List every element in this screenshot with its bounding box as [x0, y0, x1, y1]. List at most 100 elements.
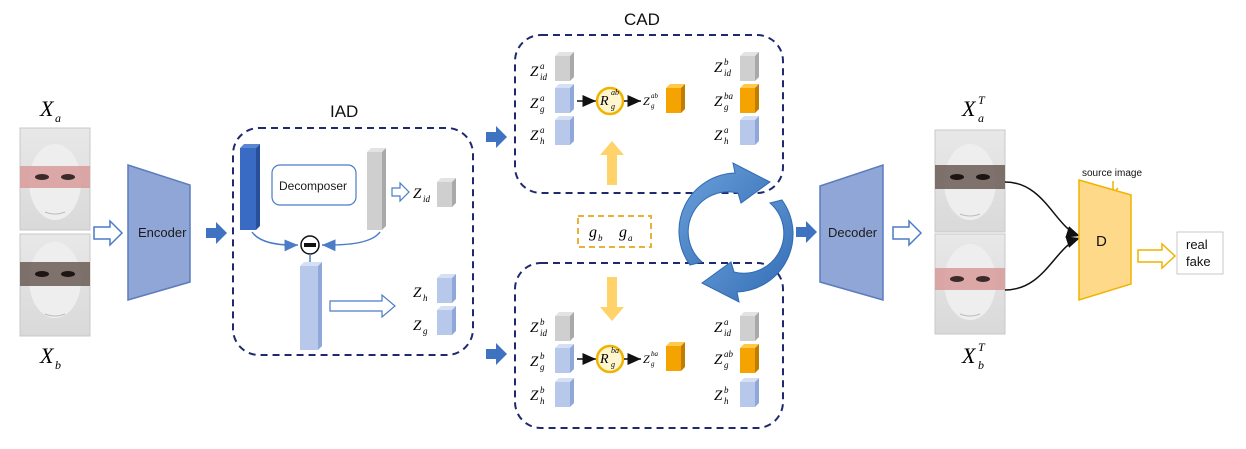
svg-text:a: a [628, 233, 633, 243]
input-xb-label: X b [39, 343, 61, 372]
hollow-arrow-to-zhg [329, 293, 396, 319]
cycle-arrows [678, 162, 794, 303]
arrow-iad-to-cad-top [486, 126, 507, 148]
svg-text:ab: ab [611, 88, 619, 97]
svg-text:T: T [978, 93, 986, 107]
yellow-arrow-down [600, 277, 624, 321]
fake-label: fake [1186, 254, 1211, 269]
svg-text:b: b [540, 385, 545, 395]
svg-text:T: T [978, 340, 986, 354]
svg-text:g: g [619, 224, 627, 241]
svg-text:ba: ba [611, 346, 619, 355]
encoder-block: Encoder [127, 163, 191, 301]
svg-text:b: b [540, 351, 545, 361]
svg-text:h: h [724, 136, 729, 146]
svg-text:Decoder: Decoder [828, 225, 878, 240]
decoder-block: Decoder [819, 163, 884, 301]
z-id-cube [437, 178, 456, 207]
feature-map-grey [367, 148, 386, 230]
svg-text:h: h [540, 396, 545, 406]
svg-text:g: g [540, 362, 545, 372]
output-label-box [1176, 231, 1224, 275]
svg-text:a: a [55, 111, 61, 125]
real-label: real [1186, 237, 1208, 252]
hollow-arrow-to-output [1137, 242, 1177, 270]
svg-text:Z: Z [714, 60, 723, 76]
z-g-cube [437, 306, 456, 335]
hollow-arrow-to-outputs [892, 219, 923, 247]
svg-text:Z: Z [413, 186, 422, 202]
svg-text:a: a [540, 125, 545, 135]
svg-text:a: a [978, 111, 984, 125]
iad-title: IAD [330, 102, 358, 121]
decomposer-label: Decomposer [279, 179, 347, 193]
iad-dashed-box [232, 127, 474, 356]
svg-text:ab: ab [651, 92, 659, 100]
face-image-xa [19, 127, 91, 231]
cad-top-box [514, 34, 784, 194]
curve-xb-to-d [1004, 236, 1081, 291]
face-image-xa-transferred [934, 129, 1006, 233]
svg-text:g: g [540, 104, 545, 114]
svg-text:id: id [540, 328, 548, 338]
svg-text:Z: Z [413, 285, 422, 301]
svg-text:g: g [724, 360, 729, 370]
svg-text:Z: Z [530, 96, 539, 112]
curve-xa-to-d [1004, 181, 1081, 238]
discriminator-block: D [1078, 179, 1132, 302]
svg-text:Z: Z [530, 320, 539, 336]
svg-text:a: a [540, 93, 545, 103]
svg-text:Z: Z [643, 352, 650, 366]
svg-text:Z: Z [530, 64, 539, 80]
face-image-xb-transferred [934, 233, 1006, 335]
svg-text:g: g [589, 224, 597, 241]
cad-top-right-column: Z b id Z ba g Z a h [714, 52, 759, 146]
svg-text:X: X [39, 96, 55, 121]
cad-title: CAD [624, 10, 660, 29]
svg-text:g: g [651, 360, 655, 368]
input-xa-label: X a [39, 96, 61, 125]
source-image-label: source image [1082, 168, 1142, 179]
svg-text:h: h [724, 396, 729, 406]
svg-text:a: a [540, 61, 545, 71]
svg-text:Encoder: Encoder [138, 225, 187, 240]
cad-top-left-column: Z a id Z a g Z a h [530, 52, 574, 146]
z-g-label: Z g [413, 318, 428, 336]
face-image-xb [19, 233, 91, 337]
svg-text:X: X [961, 343, 977, 368]
svg-text:b: b [540, 317, 545, 327]
svg-text:b: b [724, 385, 729, 395]
svg-text:Z: Z [714, 352, 723, 368]
svg-text:Z: Z [530, 354, 539, 370]
r-node-top: R ab g [595, 86, 625, 116]
svg-text:Z: Z [714, 388, 723, 404]
svg-text:Z: Z [714, 320, 723, 336]
svg-text:b: b [978, 358, 984, 372]
svg-text:g: g [423, 326, 428, 336]
svg-text:id: id [423, 194, 431, 204]
svg-text:Z: Z [714, 128, 723, 144]
arrow-cad-to-decoder [796, 221, 817, 243]
attribute-box [577, 215, 652, 248]
decomposer-box [271, 164, 357, 206]
svg-text:Z: Z [530, 388, 539, 404]
hollow-arrow-to-encoder [93, 219, 124, 247]
cad-bottom-right-column: Z a id Z ab g Z b h [714, 312, 759, 407]
z-id-label: Z id [413, 186, 431, 204]
svg-text:h: h [423, 293, 428, 303]
svg-text:a: a [724, 125, 729, 135]
output-xa-label: X T a [961, 93, 986, 125]
svg-text:Z: Z [714, 94, 723, 110]
svg-text:id: id [540, 72, 548, 82]
svg-text:X: X [961, 96, 977, 121]
svg-text:g: g [611, 102, 615, 111]
svg-text:Z: Z [530, 128, 539, 144]
svg-text:b: b [598, 233, 603, 243]
svg-text:R: R [599, 94, 609, 109]
cad-bottom-output: Z ba g [643, 342, 685, 371]
output-xb-label: X T b [961, 340, 986, 372]
svg-text:ba: ba [651, 350, 659, 358]
svg-text:b: b [724, 57, 729, 67]
svg-text:g: g [724, 102, 729, 112]
